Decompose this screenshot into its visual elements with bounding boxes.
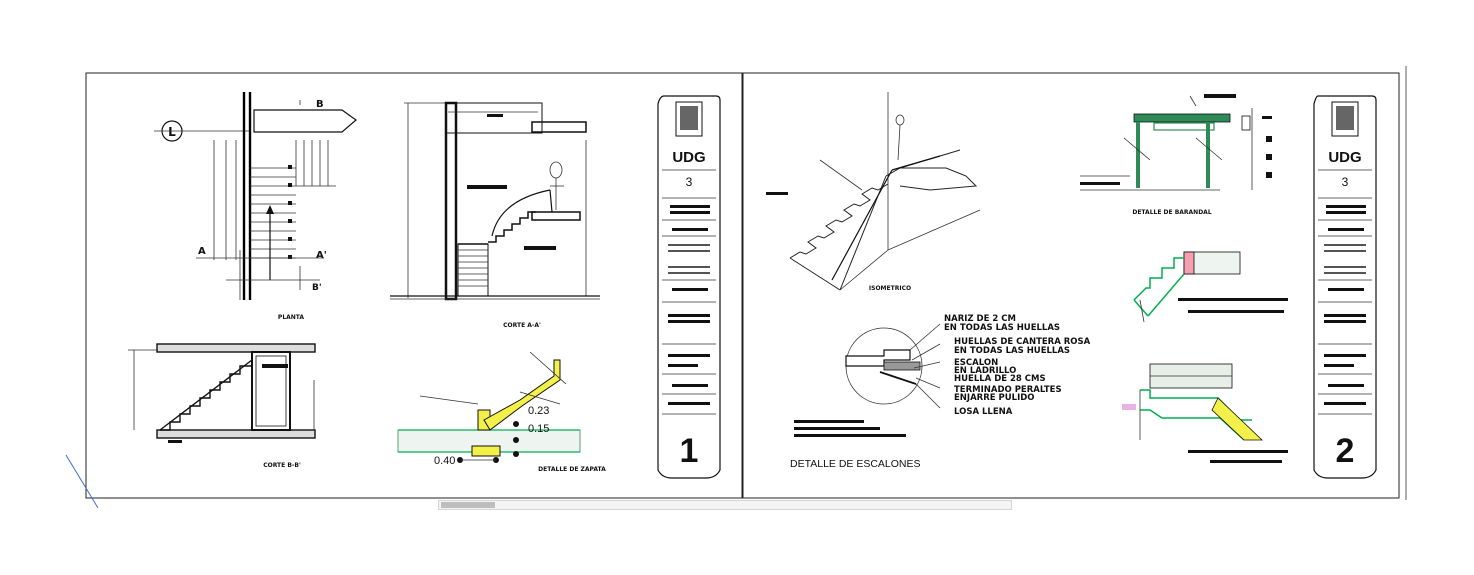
- section-bb-title: CORTE B-B': [263, 462, 301, 469]
- sheet-number-2: 2: [1336, 432, 1355, 470]
- footing-detail: 0.23 0.15 0.40 DETALLE DE ZAPATA: [397, 351, 606, 473]
- footing-title: DETALLE DE ZAPATA: [538, 466, 606, 473]
- cut-b-prime-label: B': [312, 283, 322, 293]
- note-plaster: ENJARRE PULIDO: [954, 393, 1035, 403]
- note-nose: NARIZ DE 2 CM: [944, 314, 1016, 324]
- section-bb-steps: [159, 359, 253, 431]
- step-detail: NARIZ DE 2 CM EN TODAS LAS HUELLAS HUELL…: [790, 314, 1091, 470]
- plan-title: PLANTA: [278, 314, 305, 321]
- note-risers: TERMINADO PERALTES: [954, 385, 1062, 395]
- dim-015: 0.15: [528, 423, 549, 435]
- railing-title: DETALLE DE BARANDAL: [1132, 209, 1211, 216]
- isometric-title: ISOMETRICO: [869, 285, 911, 292]
- title-block-2: UDG 3 2: [1313, 95, 1377, 479]
- sheet-1-border: [85, 72, 743, 499]
- stray-line: [65, 454, 99, 509]
- section-aa-title: CORTE A-A': [503, 322, 541, 329]
- note-step: ESCALON: [954, 358, 998, 368]
- note-tread-size: HUELLA DE 28 CMS: [954, 374, 1046, 384]
- dim-040: 0.40: [434, 455, 455, 467]
- university-seal: [675, 101, 703, 137]
- udg-logo-text: UDG: [672, 149, 705, 166]
- detail-steps-title: DETALLE DE ESCALONES: [790, 458, 921, 470]
- railing-dim-column: [1241, 108, 1272, 190]
- section-aa: CORTE A-A': [390, 101, 600, 329]
- landing-detail: [1122, 363, 1288, 463]
- note-brick: EN LADRILLO: [954, 366, 1016, 376]
- sheet-number-1: 1: [680, 432, 699, 470]
- cut-a-label: A: [198, 246, 206, 257]
- scrollbar-thumb[interactable]: [441, 502, 495, 508]
- note-treads: HUELLAS DE CANTERA ROSA: [954, 337, 1091, 347]
- anchor-detail: [1133, 251, 1288, 323]
- sheet-code-2: 3: [1342, 175, 1349, 189]
- udg-logo-text-2: UDG: [1328, 149, 1361, 166]
- note-nose-2: EN TODAS LAS HUELLAS: [944, 323, 1060, 333]
- railing-detail: DETALLE DE BARANDAL: [1080, 94, 1272, 216]
- note-slab: LOSA LLENA: [954, 407, 1013, 417]
- axis-label: L: [168, 125, 176, 139]
- university-seal-2: [1331, 101, 1359, 137]
- title-block-1: UDG 3 1: [657, 95, 721, 479]
- cut-a-prime-label: A': [316, 250, 327, 261]
- dim-023: 0.23: [528, 405, 549, 417]
- cut-b-label: B: [316, 99, 324, 110]
- sheet-code: 3: [686, 175, 693, 189]
- plan-treads: [250, 165, 296, 259]
- note-treads-2: EN TODAS LAS HUELLAS: [954, 346, 1070, 356]
- isometric-view: ISOMETRICO: [766, 92, 981, 292]
- section-bb: CORTE B-B': [128, 343, 316, 469]
- plan-dim-lines: [295, 140, 336, 187]
- plan-view: L B: [154, 92, 357, 321]
- horizontal-scrollbar[interactable]: [438, 500, 1012, 510]
